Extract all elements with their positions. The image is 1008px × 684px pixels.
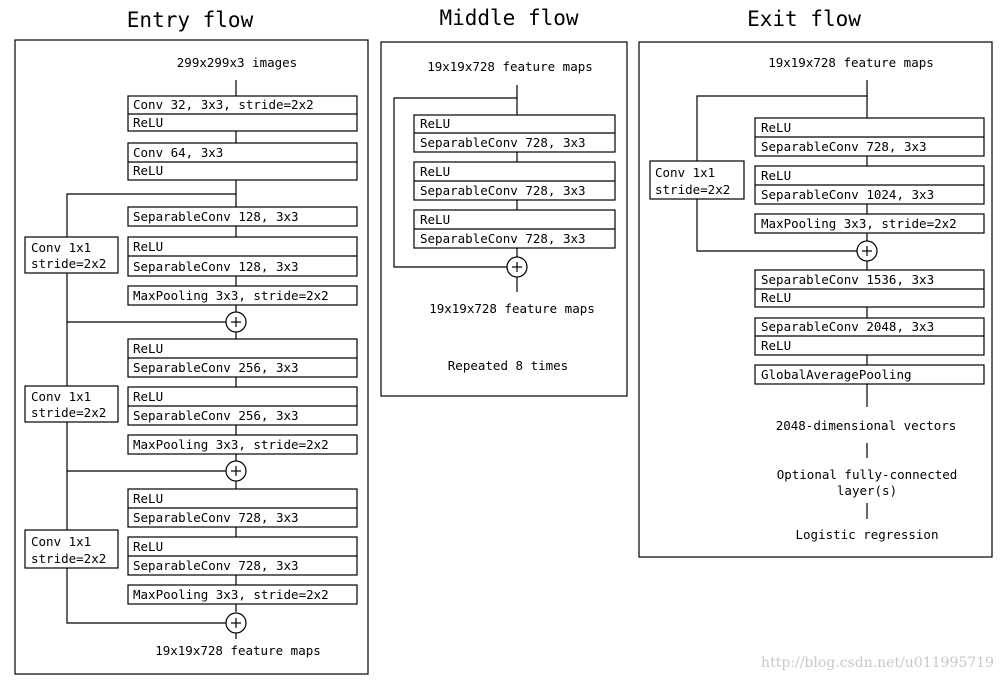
shortcut-label: Conv 1x1 (31, 534, 91, 549)
exit-flow-panel (638, 41, 993, 558)
middle-layer-label: SeparableConv 728, 3x3 (420, 135, 586, 150)
exit-maxpool-block (754, 213, 985, 234)
exit-layer-label: ReLU (761, 290, 791, 305)
entry-layer-label: ReLU (133, 341, 163, 356)
exit-shortcut-conv1x1 (649, 160, 745, 200)
exit-flow-title: Exit flow (747, 7, 861, 31)
exit-logistic-label: Logistic regression (796, 527, 939, 542)
shortcut-label: Conv 1x1 (655, 165, 715, 180)
entry-layer-label: SeparableConv 128, 3x3 (133, 259, 299, 274)
add-node-icon (506, 256, 528, 278)
entry-layer-label: SeparableConv 256, 3x3 (133, 360, 299, 375)
middle-input-label: 19x19x728 feature maps (427, 59, 593, 74)
add-node-icon (225, 460, 247, 482)
entry-maxpool-block (127, 285, 358, 306)
entry-maxpool-block (127, 584, 358, 605)
exit-layer-label: SeparableConv 1024, 3x3 (761, 187, 934, 202)
entry-layer-label: ReLU (133, 389, 163, 404)
entry-layer-label: ReLU (133, 491, 163, 506)
entry-layer-label: ReLU (133, 539, 163, 554)
entry-output-label: 19x19x728 feature maps (155, 643, 321, 658)
shortcut-label: Conv 1x1 (31, 389, 91, 404)
entry-sepconv128-block (127, 206, 358, 227)
add-node-icon (856, 240, 878, 262)
entry-input-label: 299x299x3 images (177, 55, 297, 70)
middle-flow-title: Middle flow (439, 6, 578, 30)
exit-gap-block (754, 364, 985, 385)
entry-layer-label: MaxPooling 3x3, stride=2x2 (133, 437, 329, 452)
entry-layer-label: Conv 32, 3x3, stride=2x2 (133, 97, 314, 112)
entry-layer-label: SeparableConv 728, 3x3 (133, 558, 299, 573)
exit-vectors-label: 2048-dimensional vectors (776, 418, 957, 433)
exit-layer-label: SeparableConv 2048, 3x3 (761, 319, 934, 334)
middle-layer-label: SeparableConv 728, 3x3 (420, 183, 586, 198)
entry-shortcut-conv1x1 (24, 529, 119, 569)
entry-layer-label: SeparableConv 128, 3x3 (133, 209, 299, 224)
exit-layer-label: MaxPooling 3x3, stride=2x2 (761, 216, 957, 231)
middle-layer-label: ReLU (420, 212, 450, 227)
entry-layer-label: ReLU (133, 163, 163, 178)
entry-connectors (66, 80, 237, 639)
middle-output-label: 19x19x728 feature maps (429, 301, 595, 316)
entry-flow-panel (14, 39, 369, 675)
exit-fc-label: Optional fully-connected (777, 467, 958, 482)
entry-layer-label: ReLU (133, 239, 163, 254)
middle-layer-label: SeparableConv 728, 3x3 (420, 231, 586, 246)
entry-flow-title: Entry flow (127, 8, 254, 32)
shortcut-label: stride=2x2 (31, 551, 106, 566)
exit-layer-label: ReLU (761, 120, 791, 135)
middle-connectors (393, 85, 518, 292)
entry-layer-label: MaxPooling 3x3, stride=2x2 (133, 587, 329, 602)
middle-flow-panel (380, 41, 628, 397)
watermark-text: http://blog.csdn.net/u011995719 (761, 655, 994, 671)
exit-layer-label: SeparableConv 728, 3x3 (761, 139, 927, 154)
shortcut-label: stride=2x2 (31, 405, 106, 420)
add-node-icon (225, 612, 247, 634)
entry-maxpool-block (127, 434, 358, 455)
entry-layer-label: SeparableConv 256, 3x3 (133, 408, 299, 423)
shortcut-label: stride=2x2 (655, 182, 730, 197)
entry-layer-label: ReLU (133, 115, 163, 130)
shortcut-label: Conv 1x1 (31, 240, 91, 255)
exit-layer-label: ReLU (761, 338, 791, 353)
exit-layer-label: GlobalAveragePooling (761, 367, 912, 382)
exit-input-label: 19x19x728 feature maps (768, 55, 934, 70)
middle-layer-label: ReLU (420, 164, 450, 179)
exit-connectors (696, 80, 868, 519)
middle-layer-label: ReLU (420, 116, 450, 131)
entry-shortcut-conv1x1 (24, 385, 119, 423)
entry-layer-label: MaxPooling 3x3, stride=2x2 (133, 288, 329, 303)
exit-layer-label: ReLU (761, 168, 791, 183)
middle-repeat-label: Repeated 8 times (448, 358, 568, 373)
add-node-icon (225, 311, 247, 333)
exit-layer-label: SeparableConv 1536, 3x3 (761, 272, 934, 287)
exit-fc-label: layer(s) (837, 483, 897, 498)
entry-layer-label: SeparableConv 728, 3x3 (133, 510, 299, 525)
shortcut-label: stride=2x2 (31, 256, 106, 271)
entry-layer-label: Conv 64, 3x3 (133, 145, 223, 160)
entry-shortcut-conv1x1 (24, 236, 119, 274)
